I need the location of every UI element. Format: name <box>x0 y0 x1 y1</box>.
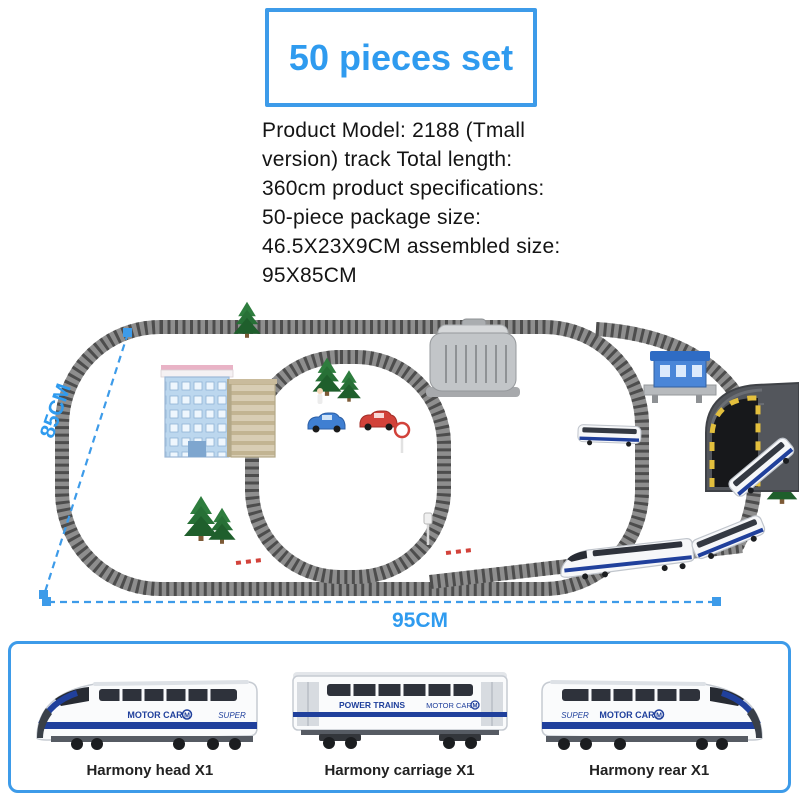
description-line-5: 46.5X23X9CM assembled size: <box>262 235 561 258</box>
pine-tree <box>233 301 261 338</box>
carriage-m-logo-text: M <box>473 704 478 710</box>
controller-box <box>426 318 520 397</box>
description-line-6: 95X85CM <box>262 264 357 287</box>
building-blue <box>160 365 234 458</box>
harmony-carriage-icon: POWER TRAINS MOTOR CAR M <box>292 672 508 749</box>
description-line-2: version) track Total length: <box>262 148 513 171</box>
figure <box>317 388 323 404</box>
carriage-power-trains-text: POWER TRAINS <box>339 700 405 710</box>
head-super-text: SUPER <box>219 711 247 720</box>
road-sign <box>393 421 411 453</box>
car-red <box>359 410 398 431</box>
signal-post <box>423 512 433 545</box>
part-carriage: POWER TRAINS MOTOR CAR M Harmony carriag… <box>275 652 525 788</box>
harmony-head-icon: MOTOR CAR M SUPER <box>27 652 272 760</box>
pieces-badge-label: 50 pieces set <box>288 36 514 78</box>
rear-m-logo-text: M <box>656 713 662 720</box>
product-description: Product Model: 2188 (Tmall version) trac… <box>262 116 582 290</box>
rear-super-text: SUPER <box>561 711 589 720</box>
part-rear-label: Harmony rear X1 <box>589 762 710 779</box>
station <box>643 351 717 403</box>
dimension-width: 95CM <box>42 597 721 632</box>
scene-train-carriage <box>689 513 769 565</box>
train-set-photo: 85CM 95CM <box>36 301 799 632</box>
crossing-barrier <box>235 558 263 565</box>
pine-tree <box>337 370 361 402</box>
head-motor-car-text: MOTOR CAR <box>128 710 184 720</box>
part-carriage-label: Harmony carriage X1 <box>324 762 475 779</box>
description-line-1: Product Model: 2188 (Tmall <box>262 119 526 142</box>
carriage-motor-car-text: MOTOR CAR <box>426 701 472 710</box>
rear-motor-car-text: MOTOR CAR <box>599 710 655 720</box>
part-head-label: Harmony head X1 <box>86 762 214 779</box>
parts-panel: MOTOR CAR M SUPER Harmony head X1 POWER … <box>8 641 791 793</box>
pieces-badge: 50 pieces set <box>265 8 537 107</box>
scene-train-carriage <box>577 423 642 448</box>
description-line-4: 50-piece package size: <box>262 206 482 229</box>
part-rear: SUPER MOTOR CAR M Harmony rear X1 <box>524 652 774 788</box>
track-outer-loop <box>55 320 649 596</box>
part-head: MOTOR CAR M SUPER Harmony head X1 <box>25 652 275 788</box>
pine-tree <box>208 507 236 544</box>
building-tan <box>227 379 277 458</box>
head-m-logo-text: M <box>184 713 190 720</box>
width-dimension-label: 95CM <box>392 609 448 632</box>
track-inner-loop <box>245 350 451 584</box>
crossing-barrier <box>445 548 473 555</box>
pine-tree <box>184 496 218 541</box>
car-blue <box>307 412 346 433</box>
harmony-rear-icon: SUPER MOTOR CAR M <box>527 652 772 760</box>
description-line-3: 360cm product specifications: <box>262 177 545 200</box>
